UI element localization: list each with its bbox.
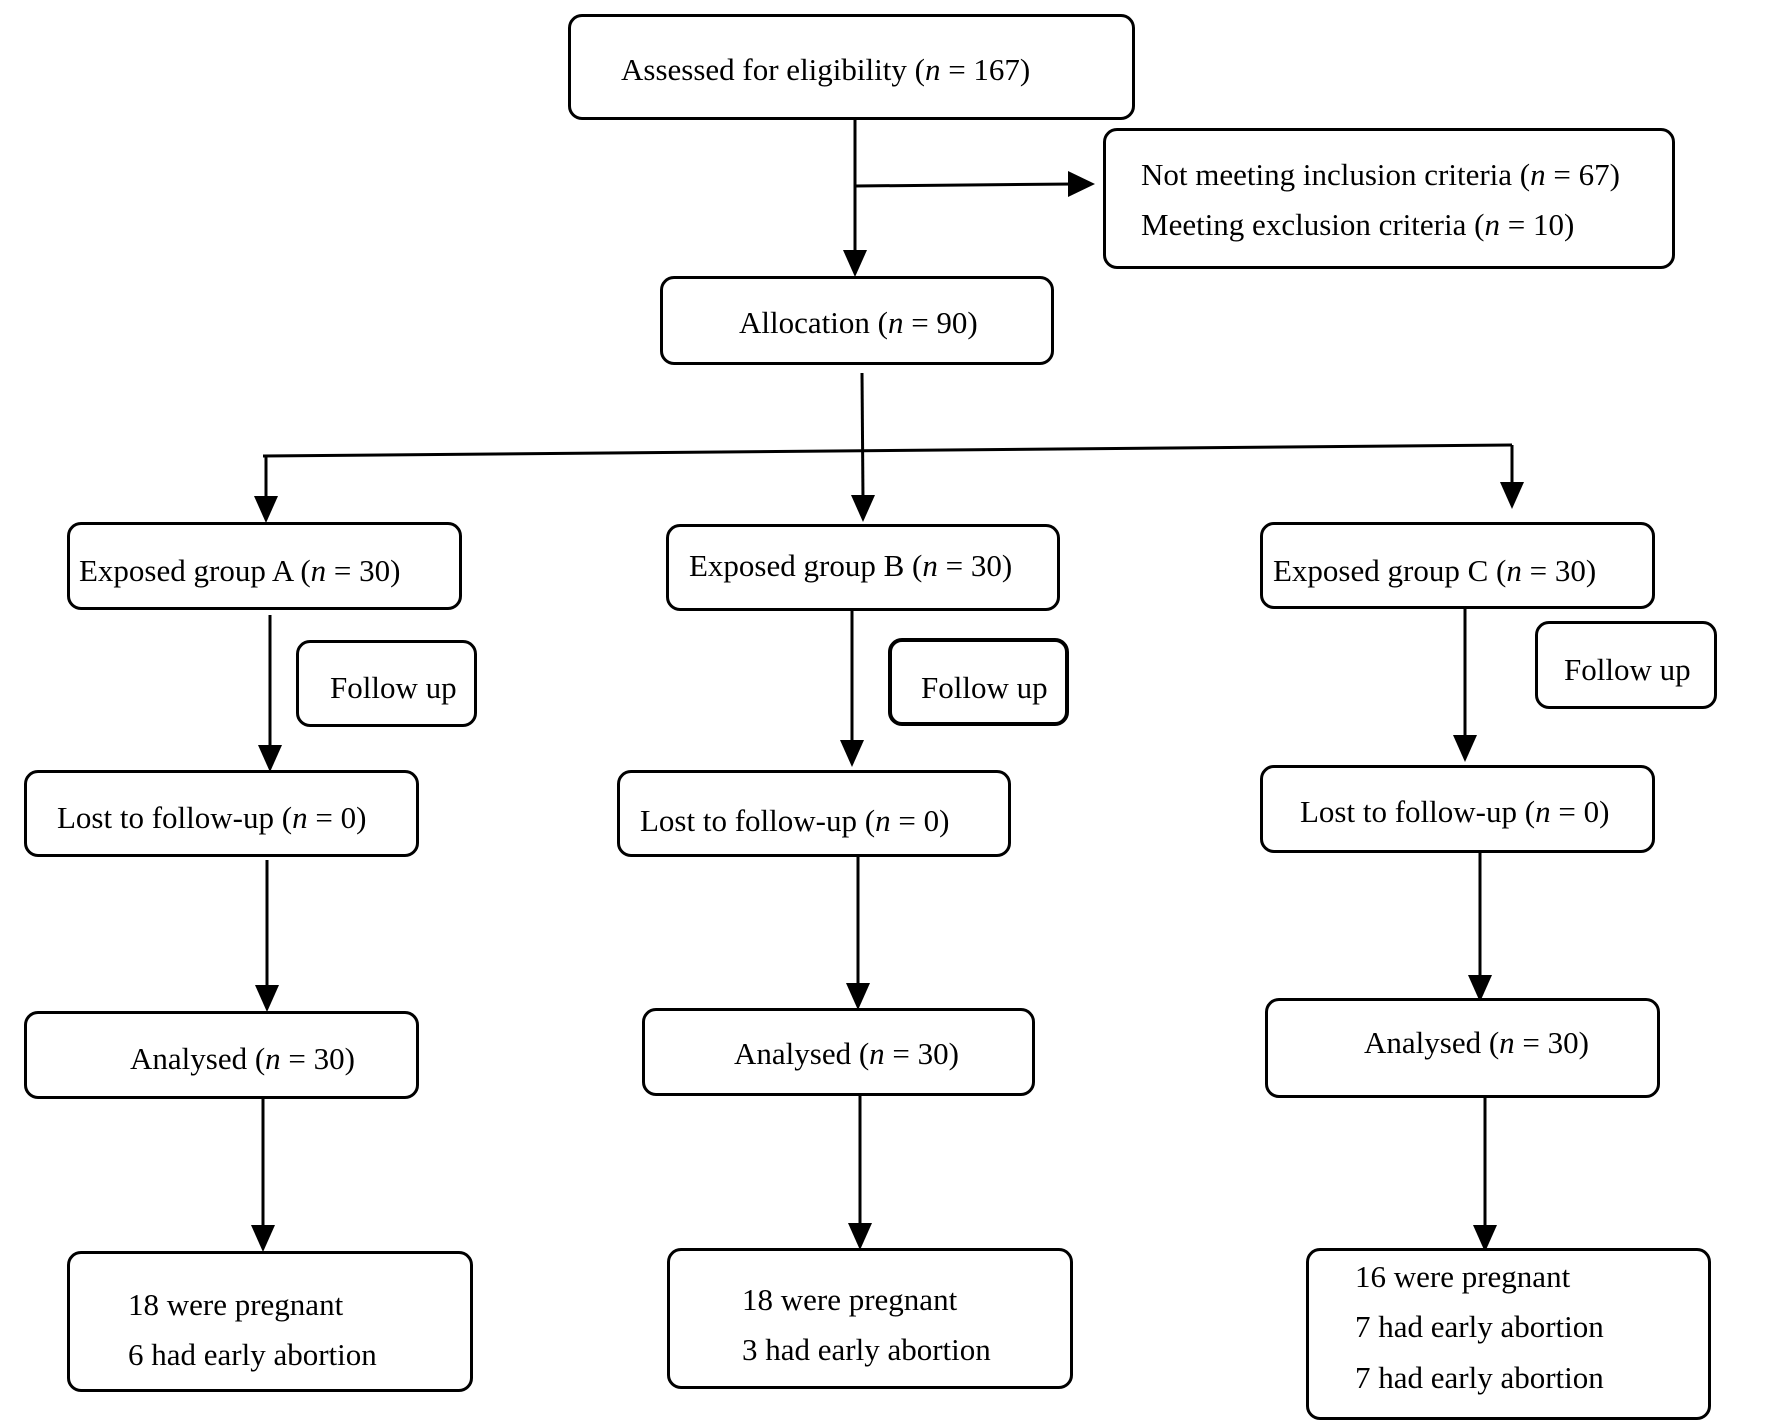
arrowhead-outcome-b: [848, 1223, 872, 1250]
analysed-b-text: Analysed (n = 30): [734, 1036, 959, 1071]
arrowhead-group-c: [1500, 482, 1524, 509]
follow-up-b-box: Follow up: [888, 638, 1069, 726]
connector-to-excluded: [854, 182, 1076, 188]
arrowhead-lost-c: [1453, 735, 1477, 762]
arrowhead-analysed-b: [846, 983, 870, 1010]
allocation-text: Allocation (n = 90): [739, 305, 978, 340]
outcome-a-box: 18 were pregnant 6 had early abortion: [67, 1251, 473, 1392]
lost-c-text: Lost to follow-up (n = 0): [1300, 794, 1610, 829]
follow-up-c-box: Follow up: [1535, 621, 1717, 709]
analysed-c-text: Analysed (n = 30): [1364, 1025, 1589, 1060]
outcome-b-line-1: 18 were pregnant: [742, 1282, 958, 1317]
arrowhead-allocation: [843, 250, 867, 277]
arrowhead-lost-b: [840, 740, 864, 767]
group-a-text: Exposed group A (n = 30): [79, 553, 401, 588]
lost-a-box: Lost to follow-up (n = 0): [24, 770, 419, 857]
outcome-a-line-2: 6 had early abortion: [128, 1337, 377, 1372]
connector-split-horizontal: [262, 443, 1513, 458]
analysed-a-box: Analysed (n = 30): [24, 1011, 419, 1099]
lost-a-text: Lost to follow-up (n = 0): [57, 800, 367, 835]
not-meeting-inclusion-text: Not meeting inclusion criteria (n = 67): [1141, 157, 1620, 192]
arrowhead-lost-a: [258, 745, 282, 772]
outcome-c-box: 16 were pregnant 7 had early abortion 7 …: [1306, 1248, 1711, 1420]
analysed-a-text: Analysed (n = 30): [130, 1041, 355, 1076]
eligibility-text: Assessed for eligibility (n = 167): [621, 52, 1031, 87]
group-b-box: Exposed group B (n = 30): [666, 524, 1060, 611]
follow-up-a-text: Follow up: [330, 670, 457, 705]
analysed-c-box: Analysed (n = 30): [1265, 998, 1660, 1098]
group-a-box: Exposed group A (n = 30): [67, 522, 462, 610]
lost-b-box: Lost to follow-up (n = 0): [617, 770, 1011, 857]
arrowhead-outcome-a: [251, 1225, 275, 1252]
outcome-c-line-3: 7 had early abortion: [1355, 1360, 1604, 1395]
outcome-c-line-1: 16 were pregnant: [1355, 1259, 1571, 1294]
group-b-text: Exposed group B (n = 30): [689, 548, 1013, 583]
outcome-b-box: 18 were pregnant 3 had early abortion: [667, 1248, 1073, 1389]
follow-up-c-text: Follow up: [1564, 652, 1691, 687]
arrowhead-analysed-a: [255, 985, 279, 1012]
lost-c-box: Lost to follow-up (n = 0): [1260, 765, 1655, 853]
arrowhead-outcome-c: [1473, 1225, 1497, 1252]
meeting-exclusion-text: Meeting exclusion criteria (n = 10): [1141, 207, 1575, 242]
lost-b-text: Lost to follow-up (n = 0): [640, 803, 950, 838]
arrowhead-group-b: [851, 495, 875, 522]
connector-allocation-down: [860, 372, 865, 501]
outcome-a-line-1: 18 were pregnant: [128, 1287, 344, 1322]
follow-up-b-text: Follow up: [921, 670, 1048, 705]
allocation-box: Allocation (n = 90): [660, 276, 1054, 365]
group-c-box: Exposed group C (n = 30): [1260, 522, 1655, 609]
excluded-box: Not meeting inclusion criteria (n = 67) …: [1103, 128, 1675, 269]
arrowhead-analysed-c: [1468, 975, 1492, 1002]
outcome-b-line-2: 3 had early abortion: [742, 1332, 991, 1367]
eligibility-box: Assessed for eligibility (n = 167): [568, 14, 1135, 120]
outcome-c-line-2: 7 had early abortion: [1355, 1309, 1604, 1344]
follow-up-a-box: Follow up: [296, 640, 477, 727]
analysed-b-box: Analysed (n = 30): [642, 1008, 1035, 1096]
group-c-text: Exposed group C (n = 30): [1273, 553, 1597, 588]
arrowhead-excluded: [1068, 171, 1095, 197]
arrowhead-group-a: [254, 496, 278, 523]
